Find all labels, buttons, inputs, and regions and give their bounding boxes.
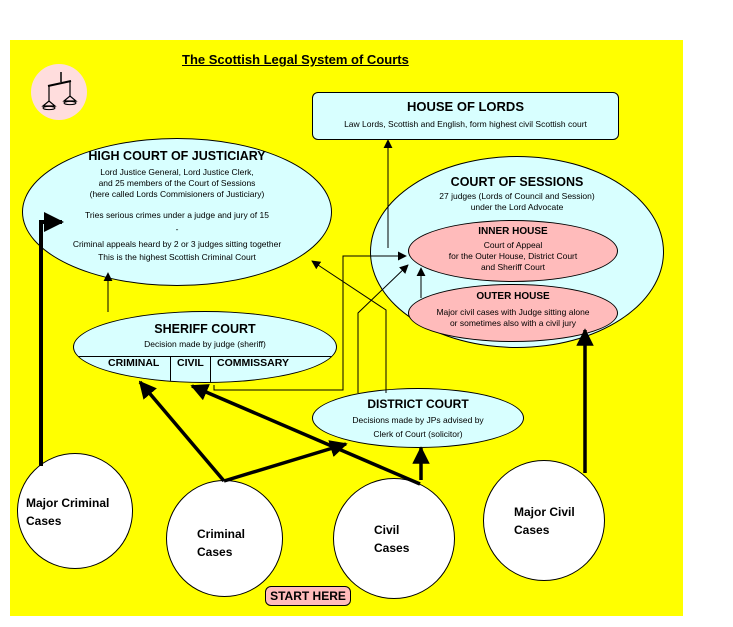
- case-label-line: Cases: [26, 514, 62, 528]
- district-court-line: Clerk of Court (solicitor): [373, 429, 463, 439]
- case-label-line: Cases: [374, 541, 410, 555]
- scales-of-justice-icon: [41, 72, 78, 111]
- case-label-line: Criminal: [197, 527, 246, 541]
- diagram-title: The Scottish Legal System of Courts: [182, 52, 409, 67]
- inner-house: INNER HOUSE Court of Appeal for the Oute…: [408, 220, 618, 282]
- start-here-button[interactable]: START HERE: [265, 586, 351, 606]
- inner-house-line: and Sheriff Court: [480, 262, 546, 272]
- sheriff-division-commissary: COMMISSARY: [217, 357, 289, 369]
- high-court-sep: -: [175, 224, 179, 234]
- outer-house: OUTER HOUSE Major civil cases with Judge…: [408, 284, 618, 342]
- sheriff-court: SHERIFF COURT Decision made by judge (sh…: [73, 311, 337, 383]
- court-of-sessions-title: COURT OF SESSIONS: [450, 175, 584, 189]
- sheriff-court-title: SHERIFF COURT: [154, 322, 256, 336]
- case-label-line: Cases: [514, 523, 550, 537]
- high-court-line: Lord Justice General, Lord Justice Clerk…: [100, 167, 254, 177]
- logo: [31, 64, 87, 120]
- high-court-line: (here called Lords Commisioners of Justi…: [89, 189, 265, 199]
- case-label-line: Cases: [197, 545, 233, 559]
- case-label-line: Major Civil: [514, 505, 575, 519]
- sheriff-division-criminal: CRIMINAL: [108, 357, 160, 369]
- sheriff-court-desc: Decision made by judge (sheriff): [144, 339, 266, 349]
- inner-house-title: INNER HOUSE: [478, 226, 548, 237]
- district-court-line: Decisions made by JPs advised by: [352, 415, 484, 425]
- court-of-sessions-line: 27 judges (Lords of Council and Session): [439, 191, 595, 201]
- outer-house-title: OUTER HOUSE: [476, 291, 550, 302]
- inner-house-line: for the Outer House, District Court: [448, 251, 578, 261]
- inner-house-line: Court of Appeal: [483, 240, 543, 250]
- case-criminal: Criminal Cases: [166, 480, 283, 597]
- outer-house-line: or sometimes also with a civil jury: [449, 318, 577, 328]
- district-court-title: DISTRICT COURT: [367, 397, 469, 411]
- house-of-lords-desc: Law Lords, Scottish and English, form hi…: [344, 119, 587, 129]
- house-of-lords-title: HOUSE OF LORDS: [406, 99, 524, 114]
- court-of-sessions-line: under the Lord Advocate: [470, 202, 564, 212]
- high-court-appeals: This is the highest Scottish Criminal Co…: [98, 252, 256, 262]
- case-major-civil: Major Civil Cases: [483, 460, 605, 581]
- case-label-line: Major Criminal: [26, 496, 110, 510]
- district-court: DISTRICT COURT Decisions made by JPs adv…: [312, 388, 524, 448]
- case-major-criminal: Major Criminal Cases: [17, 453, 133, 569]
- high-court-line: and 25 members of the Court of Sessions: [98, 178, 256, 188]
- high-court-trial: Tries serious crimes under a judge and j…: [85, 210, 269, 220]
- outer-house-line: Major civil cases with Judge sitting alo…: [436, 307, 590, 317]
- high-court-appeals: Criminal appeals heard by 2 or 3 judges …: [72, 239, 282, 249]
- sheriff-division-civil: CIVIL: [177, 357, 204, 369]
- high-court-title: HIGH COURT OF JUSTICIARY: [88, 149, 266, 163]
- high-court-of-justiciary: HIGH COURT OF JUSTICIARY Lord Justice Ge…: [22, 138, 332, 286]
- house-of-lords-box: HOUSE OF LORDS Law Lords, Scottish and E…: [312, 92, 619, 140]
- case-label-line: Civil: [374, 523, 400, 537]
- case-civil: Civil Cases: [333, 478, 455, 599]
